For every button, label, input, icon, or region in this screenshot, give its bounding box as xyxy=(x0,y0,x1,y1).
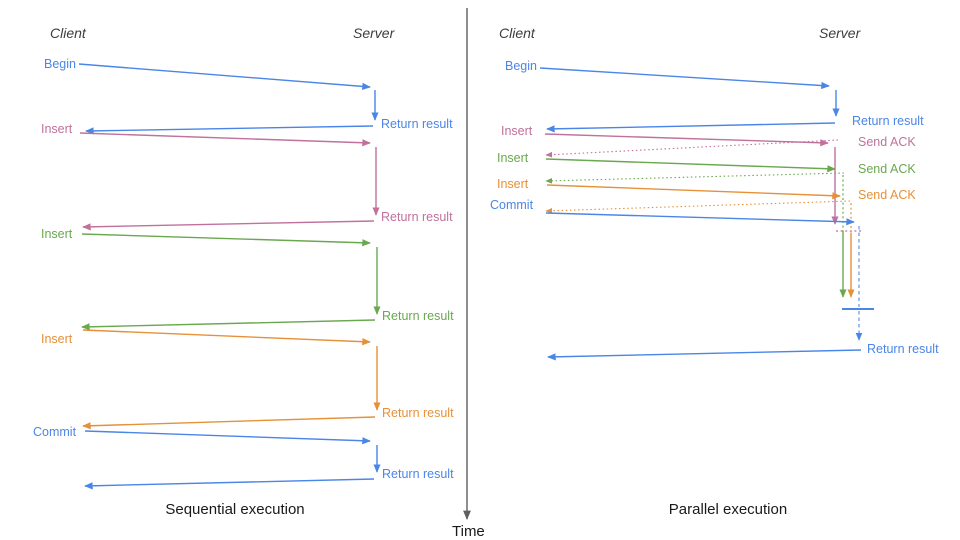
par-begin-label: Begin xyxy=(505,59,537,73)
seq-begin-response-label: Return result xyxy=(381,117,453,131)
seq-commit-label: Commit xyxy=(33,425,77,439)
par-begin-response-arrow xyxy=(546,122,836,133)
par-insert1-request-arrow xyxy=(544,133,829,147)
par-client-header: Client xyxy=(499,25,535,41)
par-commit-label: Commit xyxy=(490,198,534,212)
seq-client-header: Client xyxy=(50,25,86,41)
seq-server-header: Server xyxy=(353,25,395,41)
seq-insert2-label: Insert xyxy=(41,227,73,241)
par-insert1-label: Insert xyxy=(501,124,533,138)
seq-insert3-label: Insert xyxy=(41,332,73,346)
par-panel-title: Parallel execution xyxy=(668,501,788,518)
seq-begin-response-arrow xyxy=(85,125,374,135)
seq-commit-response-arrow xyxy=(84,478,375,490)
par-commit-response-arrow xyxy=(547,349,862,361)
time-axis-label: Time xyxy=(452,523,485,540)
par-insert2-ack-arrow xyxy=(545,172,845,184)
seq-commit-request-arrow xyxy=(84,430,371,445)
par-insert3-ack-label: Send ACK xyxy=(858,188,916,202)
par-insert3-label: Insert xyxy=(497,177,529,191)
par-begin-request-arrow xyxy=(539,67,830,90)
par-commit-response-label: Return result xyxy=(867,342,939,356)
seq-panel-title: Sequential execution xyxy=(165,501,305,518)
seq-begin-label: Begin xyxy=(44,57,76,71)
par-insert1-ack-label: Send ACK xyxy=(858,135,916,149)
seq-insert3-request-arrow xyxy=(82,329,371,346)
seq-insert1-label: Insert xyxy=(41,122,73,136)
seq-insert2-request-arrow xyxy=(81,233,371,247)
seq-insert2-response-label: Return result xyxy=(382,309,454,323)
par-commit-request-arrow xyxy=(545,212,855,226)
par-server-header: Server xyxy=(819,25,861,41)
seq-insert3-response-label: Return result xyxy=(382,406,454,420)
seq-commit-response-label: Return result xyxy=(382,467,454,481)
par-insert3-ack-arrow xyxy=(545,200,851,214)
seq-insert1-response-label: Return result xyxy=(381,210,453,224)
seq-insert3-response-arrow xyxy=(82,416,376,430)
par-begin-response-label: Return result xyxy=(852,114,924,128)
par-insert2-ack-label: Send ACK xyxy=(858,162,916,176)
seq-begin-request-arrow xyxy=(78,63,371,91)
par-insert3-request-arrow xyxy=(546,184,841,200)
par-insert2-label: Insert xyxy=(497,151,529,165)
seq-insert1-request-arrow xyxy=(79,132,371,147)
seq-insert1-response-arrow xyxy=(82,220,375,231)
par-insert2-request-arrow xyxy=(545,158,836,173)
seq-insert2-response-arrow xyxy=(81,319,376,331)
